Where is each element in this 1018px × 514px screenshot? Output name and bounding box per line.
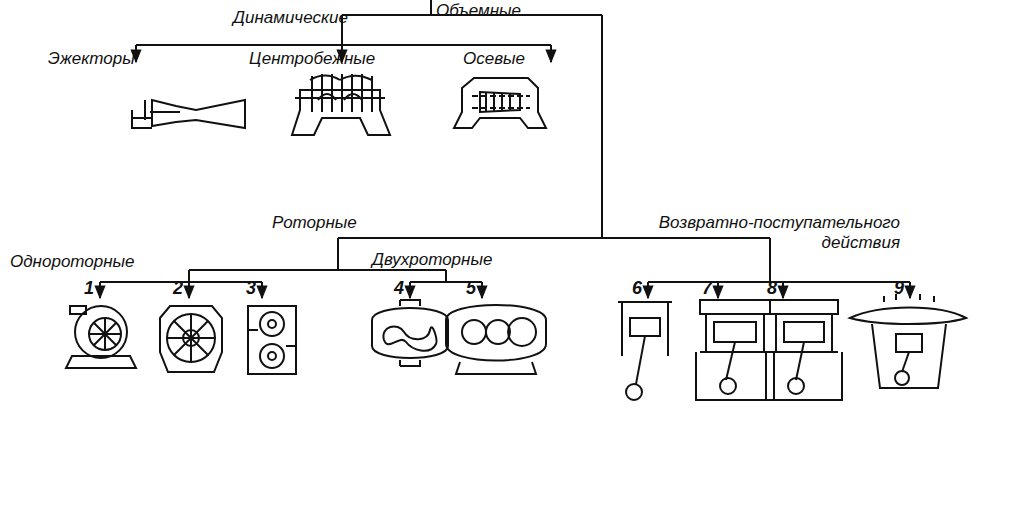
category-label: Осевые — [463, 49, 525, 69]
callout-number: 2 — [173, 278, 183, 298]
crosshead-piston-sketch — [766, 300, 842, 400]
tree-lines — [100, 0, 910, 298]
category-label: Двухроторные — [372, 250, 492, 270]
single-acting-piston-sketch — [618, 302, 672, 400]
category-label: Эжекторы — [48, 49, 135, 69]
roots-blower-sketch — [372, 300, 448, 366]
liquid-ring-sketch — [160, 306, 222, 372]
double-acting-piston-sketch — [696, 300, 774, 400]
callout-number: 8 — [767, 278, 777, 298]
callout-number: 3 — [246, 278, 256, 298]
category-label: Динамические — [233, 8, 348, 28]
axial-compressor-sketch — [454, 78, 546, 128]
diaphragm-compressor-sketch — [850, 294, 966, 388]
centrifugal-compressor-sketch — [292, 74, 390, 135]
gear-rotor-sketch — [248, 306, 296, 374]
callout-number: 6 — [632, 278, 642, 298]
rotary-vane-sketch — [66, 306, 136, 368]
category-label: Объемные — [436, 1, 521, 21]
callout-number: 9 — [894, 278, 904, 298]
screw-compressor-sketch — [446, 305, 546, 374]
category-label: Возвратно-поступательного действия — [600, 213, 900, 253]
callout-number: 1 — [84, 278, 94, 298]
callout-number: 4 — [394, 278, 404, 298]
ejector-sketch — [132, 100, 245, 128]
category-label: Роторные — [272, 213, 357, 233]
category-label: Центробежные — [249, 49, 375, 69]
category-label: Однороторные — [10, 252, 135, 272]
callout-number: 7 — [702, 278, 712, 298]
callout-number: 5 — [466, 278, 476, 298]
